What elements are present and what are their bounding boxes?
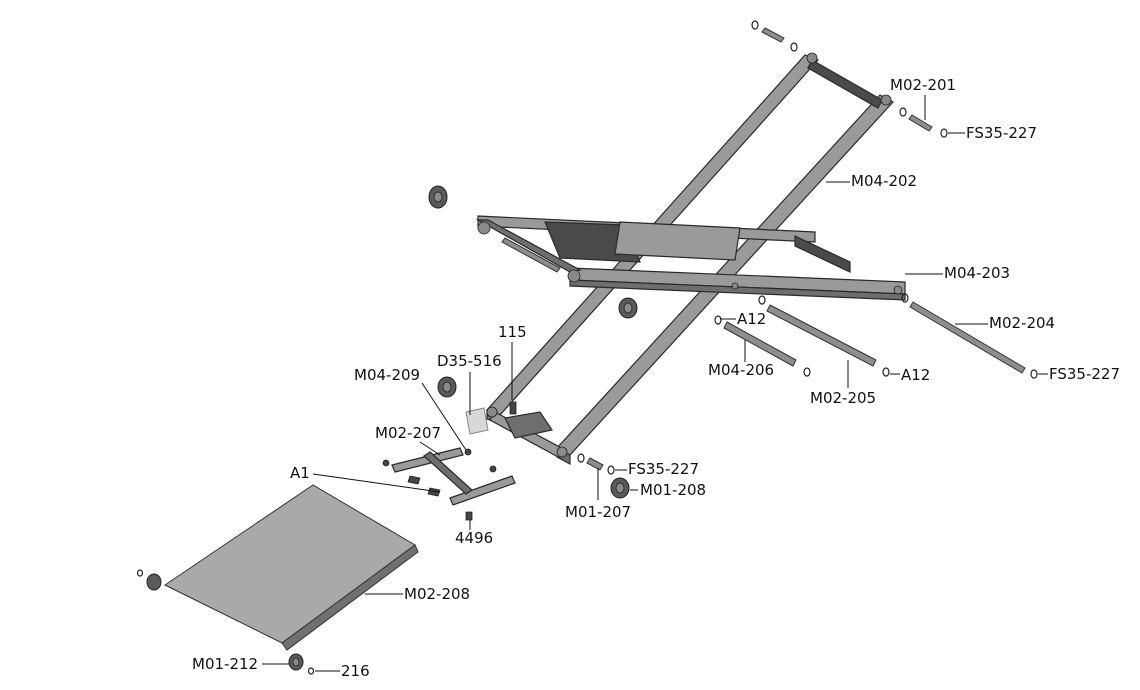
platform-plate-m02-208	[136, 484, 419, 675]
part-d35-516	[437, 376, 489, 435]
top-pin-hardware	[751, 20, 948, 138]
frame-rollers	[428, 185, 638, 319]
rod-m02-204	[901, 293, 1038, 379]
label-fs35-227-top: FS35-227	[966, 124, 1037, 142]
label-m02-207: M02-207	[375, 424, 441, 442]
label-m04-209: M04-209	[354, 366, 420, 384]
scissor-arm-m04-203	[475, 215, 906, 301]
label-fs35-227-mid: FS35-227	[628, 460, 699, 478]
rod-m02-205	[758, 295, 890, 377]
label-m04-206: M04-206	[708, 361, 774, 379]
label-fs35-227-right: FS35-227	[1049, 365, 1120, 383]
bracket-115	[504, 401, 553, 439]
label-4496: 4496	[455, 529, 493, 547]
label-m02-201: M02-201	[890, 76, 956, 94]
label-m01-212: M01-212	[192, 655, 258, 673]
label-a12-lower: A12	[901, 366, 930, 384]
leader-lines	[262, 95, 1048, 672]
link-m02-207	[382, 447, 516, 521]
label-m02-208: M02-208	[404, 585, 470, 603]
label-m02-204: M02-204	[989, 314, 1055, 332]
label-d35-516: D35-516	[437, 352, 502, 370]
label-a1: A1	[290, 464, 310, 482]
label-115: 115	[498, 323, 527, 341]
rod-m04-206	[714, 315, 811, 377]
label-m01-208: M01-208	[640, 481, 706, 499]
label-a12-upper: A12	[737, 310, 766, 328]
label-m02-205: M02-205	[810, 389, 876, 407]
mid-pin-hardware	[577, 453, 630, 499]
label-216: 216	[341, 662, 370, 680]
label-m04-202: M04-202	[851, 172, 917, 190]
label-m04-203: M04-203	[944, 264, 1010, 282]
label-m01-207: M01-207	[565, 503, 631, 521]
